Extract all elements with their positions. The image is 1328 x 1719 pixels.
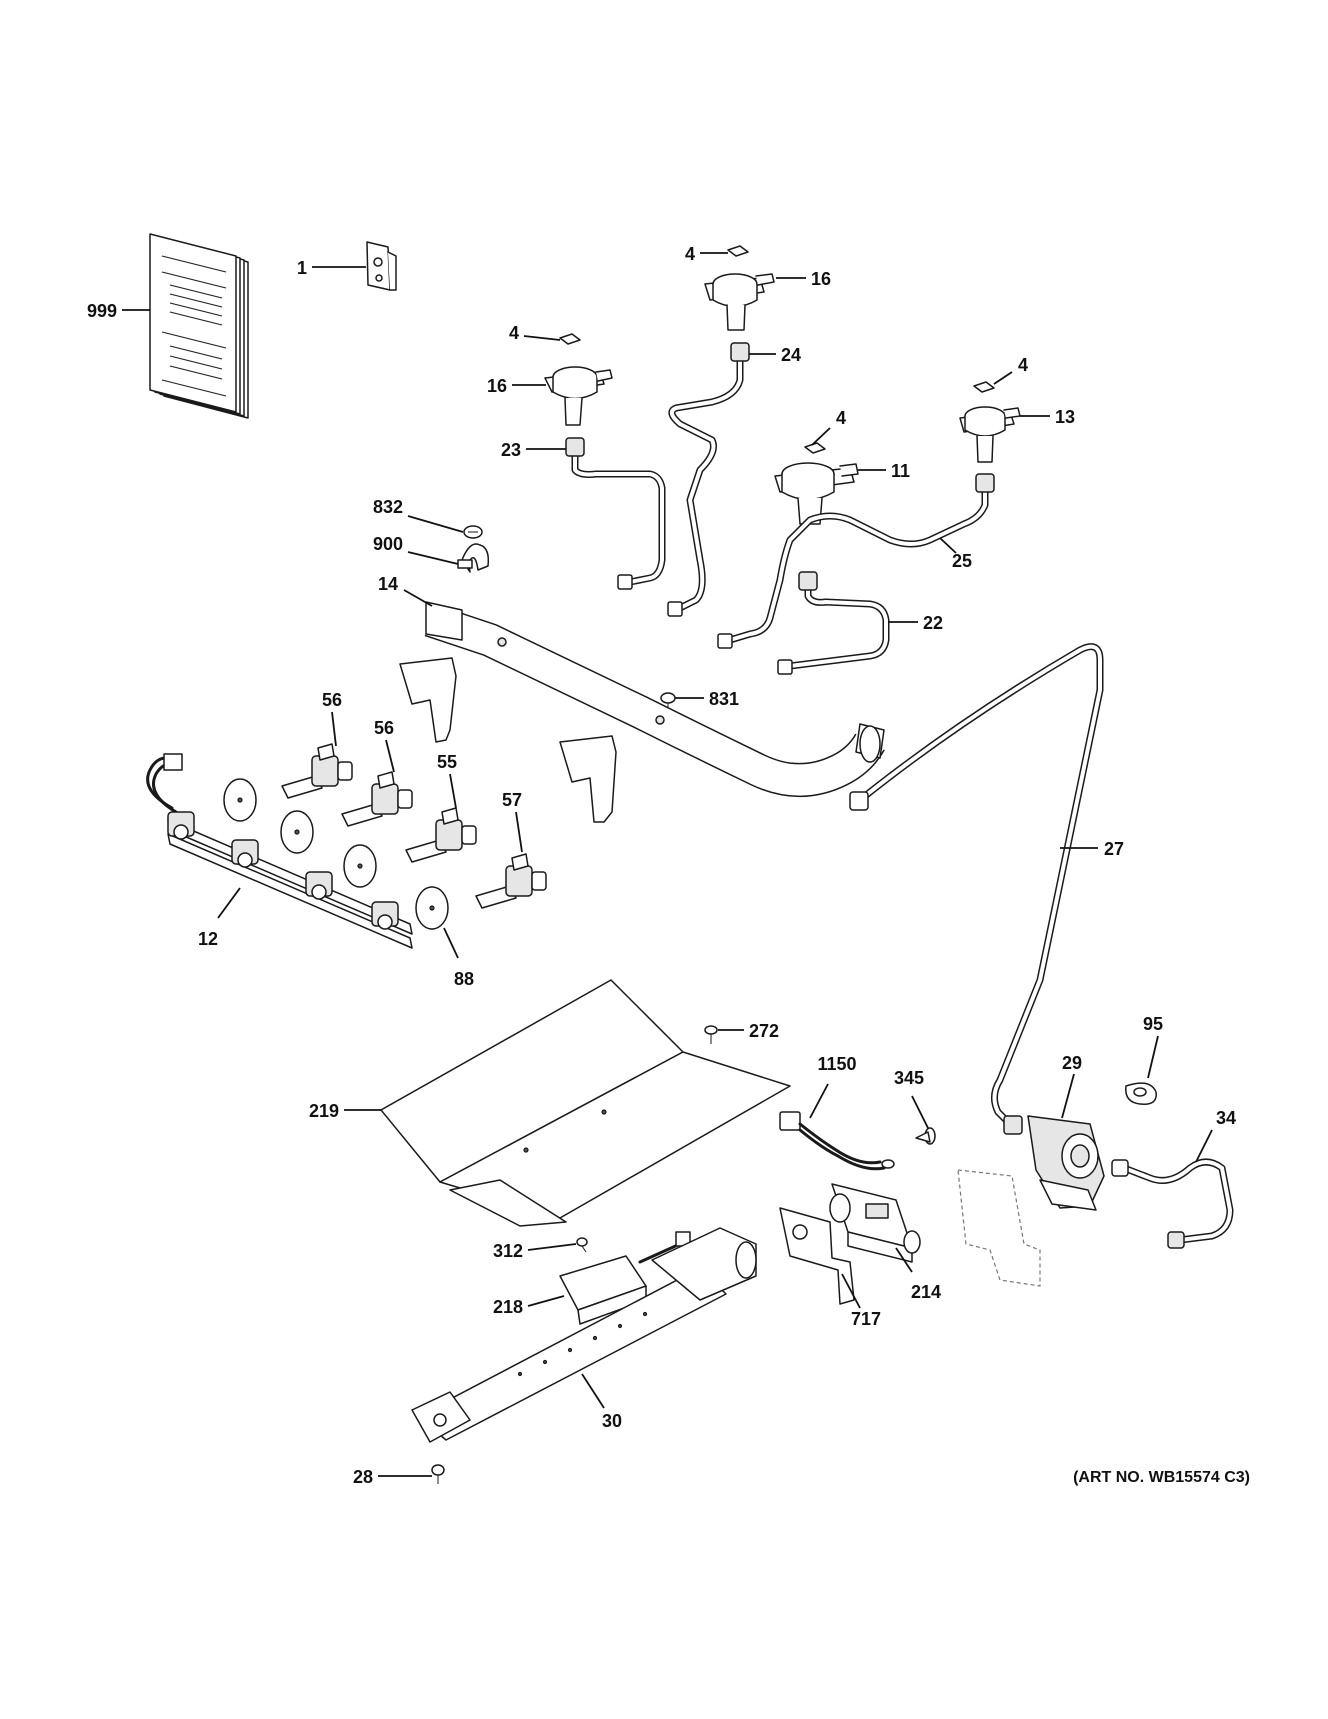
callout-832: 832 <box>373 497 403 517</box>
part-717-bracket <box>779 1207 855 1305</box>
callout-1150: 1150 <box>817 1054 856 1074</box>
callout-214: 214 <box>911 1282 941 1302</box>
part-1-bracket <box>366 241 397 291</box>
part-30-burner <box>411 1227 757 1443</box>
callout-24: 24 <box>781 345 801 365</box>
callout-34: 34 <box>1216 1108 1236 1128</box>
callout-14: 14 <box>378 574 398 594</box>
part-22-tube <box>777 571 890 675</box>
part-55-valve <box>405 807 477 863</box>
part-832-screw <box>463 525 483 539</box>
callout-717: 717 <box>851 1309 881 1329</box>
part-16-burner-head-top <box>704 245 775 331</box>
part-24-tube <box>667 342 750 617</box>
part-218-igniter <box>559 1231 691 1325</box>
callout-25: 25 <box>952 551 972 571</box>
part-900-clamp <box>457 543 490 573</box>
callout-4b: 4 <box>685 244 695 264</box>
callout-95: 95 <box>1143 1014 1163 1034</box>
callout-999: 999 <box>87 301 117 321</box>
callout-29: 29 <box>1062 1053 1082 1073</box>
part-34-tube <box>1111 1158 1234 1249</box>
callout-900: 900 <box>373 534 403 554</box>
callout-labels: 999 1 4 16 23 4 16 24 4 11 4 13 25 22 83… <box>87 244 1236 1487</box>
callout-57: 57 <box>502 790 522 810</box>
part-999-manual <box>149 233 249 419</box>
callout-312: 312 <box>493 1241 523 1261</box>
part-56-valve-a <box>281 743 353 799</box>
callout-345: 345 <box>894 1068 924 1088</box>
part-272-screw <box>704 1025 718 1044</box>
callout-55: 55 <box>437 752 457 772</box>
callout-4d: 4 <box>1018 355 1028 375</box>
callout-88: 88 <box>454 969 474 989</box>
part-219-shield <box>380 979 791 1227</box>
part-56-valve-b <box>341 771 413 827</box>
callout-27: 27 <box>1104 839 1124 859</box>
callout-12: 12 <box>198 929 218 949</box>
part-88-washers <box>223 778 449 930</box>
callout-272: 272 <box>749 1021 779 1041</box>
callout-4c: 4 <box>836 408 846 428</box>
callout-22: 22 <box>923 613 943 633</box>
part-11-burner-head <box>774 442 859 525</box>
part-12-switch-bar <box>146 753 413 949</box>
callout-56b: 56 <box>374 718 394 738</box>
callout-56a: 56 <box>322 690 342 710</box>
part-214-module <box>829 1183 921 1263</box>
part-25-tube <box>717 473 995 649</box>
part-27-tube <box>849 643 1104 1135</box>
part-28-screw <box>431 1464 445 1484</box>
callout-1: 1 <box>297 258 307 278</box>
leader-lines <box>122 252 1213 1477</box>
part-1150-harness <box>779 1111 895 1171</box>
part-16-burner-head-left <box>544 333 613 426</box>
callout-30: 30 <box>602 1411 622 1431</box>
part-312-screw <box>576 1237 588 1253</box>
art-number: (ART NO. WB15574 C3) <box>1073 1469 1250 1486</box>
part-57-valve <box>475 853 547 909</box>
callout-4a: 4 <box>509 323 519 343</box>
callout-13: 13 <box>1055 407 1075 427</box>
callout-218: 218 <box>493 1297 523 1317</box>
callout-28: 28 <box>353 1467 373 1487</box>
callout-23: 23 <box>501 440 521 460</box>
callout-16a: 16 <box>487 376 507 396</box>
part-29-regulator <box>957 1115 1105 1287</box>
part-23-tube <box>565 437 666 590</box>
callout-11: 11 <box>891 461 910 481</box>
callout-831: 831 <box>709 689 739 709</box>
part-95-gasket <box>1125 1082 1157 1105</box>
part-14-manifold <box>399 601 885 823</box>
part-345-screw <box>915 1127 936 1145</box>
part-13-burner-head <box>959 381 1021 463</box>
callout-219: 219 <box>309 1101 339 1121</box>
callout-16b: 16 <box>811 269 831 289</box>
